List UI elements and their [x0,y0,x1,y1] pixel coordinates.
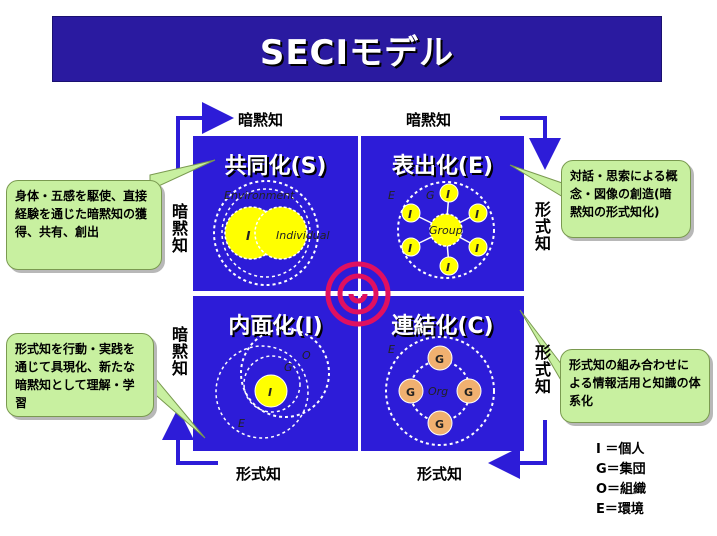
arrow-bottom-right [488,420,547,479]
environment-e-label-3: E [388,343,395,356]
page-title: SECIモデル [259,32,455,73]
org-o-label: O [302,349,311,362]
group-g-label: G [426,189,435,202]
legend-item-group: G＝集団 [596,462,646,477]
externalization-diagram: Group I I I I I I E G [388,181,495,279]
callout-externalization: 対話・思索による概念・図像の創造(暗黙知の形式知化) [561,160,691,238]
svg-text:I: I [446,261,450,274]
quadrant-externalization: 表出化(E) [361,136,524,291]
arrow-top-left [176,102,234,170]
svg-text:I: I [268,386,272,399]
svg-text:I: I [446,188,450,201]
axis-label-left-lower: 暗黙知 [169,326,188,377]
svg-text:I: I [475,242,479,255]
svg-text:G: G [406,386,415,399]
arrow-top-right [500,116,561,170]
axis-label-bottom-right: 形式知 [417,465,463,483]
axis-label-left-upper: 暗黙知 [169,203,188,254]
legend-item-individual: I ＝個人 [596,442,645,457]
callout-socialization: 身体・五感を駆使、直接経験を通じた暗黙知の獲得、共有、創出 [6,180,162,270]
combination-diagram: G G G G Org E [385,336,495,446]
environment-e-label-2: E [238,417,245,430]
svg-text:I: I [475,208,479,221]
environment-label: Environment [224,189,295,202]
group-label: Group [429,224,463,237]
callout-pointer-externalization [509,164,569,201]
arrow-bottom-left [162,408,218,465]
svg-text:G: G [435,353,444,366]
environment-e-label: E [388,189,395,202]
svg-text:I: I [408,208,412,221]
group-g-label-2: G [284,361,293,374]
svg-text:G: G [435,418,444,431]
quadrant-title-externalization: 表出化(E) [391,154,494,179]
axis-label-right-upper: 形式知 [532,201,551,252]
quadrant-title-combination: 連結化(C) [391,314,494,339]
legend: I ＝個人 G＝集団 O＝組織 E＝環境 [596,440,646,520]
title-banner: SECIモデル [52,16,662,82]
legend-item-environment: E＝環境 [596,502,644,517]
axis-label-top-left: 暗黙知 [238,111,284,129]
axis-label-right-lower: 形式知 [532,344,551,395]
callout-pointer-internalization [149,370,206,439]
individual-label: Individual [276,229,330,242]
callout-internalization: 形式知を行動・実践を通じて具現化、新たな暗黙知として理解・学習 [6,333,154,417]
callout-combination: 形式知の組み合わせによる情報活用と知識の体系化 [560,349,710,423]
center-spiral [325,261,391,327]
svg-text:G: G [464,386,473,399]
axis-label-top-right: 暗黙知 [406,111,452,129]
legend-item-organization: O＝組織 [596,482,647,497]
socialization-diagram: Environment I Individual [213,180,330,286]
axis-label-bottom-left: 形式知 [236,465,282,483]
svg-text:I: I [408,242,412,255]
org-label: Org [428,385,448,398]
quadrant-title-socialization: 共同化(S) [224,154,327,179]
individual-i-label: I [246,229,251,243]
internalization-diagram: I O G E [215,328,330,439]
